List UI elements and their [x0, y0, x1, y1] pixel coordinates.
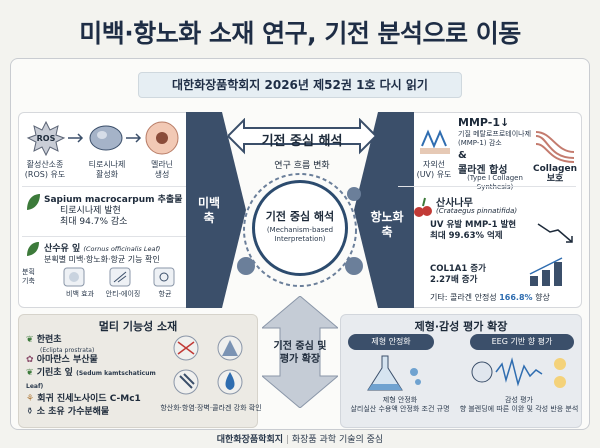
pill-formulation: 제형 안정화: [348, 334, 434, 350]
root-icon: ⚘: [26, 394, 38, 404]
footer-brand: 대한화장품학회지: [216, 435, 284, 445]
sapium-title: Sapium macrocarpum 추출물: [44, 195, 183, 205]
list-item: ❦ 기린초 잎 (Sedum kamtschaticum Leaf): [26, 367, 168, 393]
fraction-icons: [63, 267, 175, 287]
leaf-icon: [27, 242, 39, 256]
center-gear-ring: [237, 173, 363, 287]
ingredient-name: 회귀 진세노사이드 C-Mc1: [37, 394, 141, 404]
journal-band: 대한화장품학회지 2026년 제52권 1호 다시 읽기: [138, 72, 462, 98]
collagen-sub: (Type I Collagen Synthesis): [467, 174, 523, 191]
ros-icon: ROS: [26, 120, 66, 157]
bottle-icon: ⚱: [26, 407, 37, 417]
cornus-title-ko: 산수유 잎: [44, 244, 81, 254]
list-item: ✿ 아마란스 부산물: [26, 354, 168, 367]
mechanism-arrow: [228, 118, 376, 155]
antiaging-axis-label: 항노화 축: [370, 210, 404, 239]
hawthorn-title: 산사나무: [436, 198, 473, 209]
stat3-suffix: 향상: [532, 293, 550, 302]
formulation-caption: 제형 안정화 살리실산 수용액 안정화 조건 규명: [350, 396, 450, 413]
ingredient-name: 아마란스 부산물: [36, 355, 98, 365]
cornus-title-latin: (Cornus officinalis Leaf): [83, 245, 161, 253]
whitening-flow-diagram: ROS: [26, 120, 179, 157]
leaf-icon: ❦: [26, 368, 37, 378]
formulation-title: 제형·감성 평가 확장: [414, 320, 508, 333]
stat-mmp-inhibition: UV 유발 MMP-1 발현 최대 99.63% 억제: [430, 220, 517, 241]
collagen-protect-label: Collagen 보호: [533, 164, 577, 184]
center-circle: [252, 180, 348, 276]
cornus-title: 산수유 잎 (Cornus officinalis Leaf): [44, 241, 192, 254]
page-title: 미백·항노화 소재 연구, 기전 분석으로 이동: [79, 19, 521, 48]
svg-text:ROS: ROS: [37, 134, 56, 143]
ingredient-name: 한련초: [36, 335, 62, 345]
down-arrow: [262, 296, 338, 408]
enzyme-icon: [89, 125, 123, 151]
multi-function-caption: 항산화·항염·장벽·콜라겐 강화 확인: [160, 404, 262, 412]
sensory-caption: 감성 평가 향 블렌딩에 따른 이완 및 각성 반응 분석: [459, 396, 579, 413]
uv-skin-icon: [420, 129, 450, 154]
divider: [398, 186, 576, 187]
multi-function-panel: [18, 314, 258, 428]
fraction-icon-label-3: 항균: [158, 290, 172, 298]
arrow-right-icon: [126, 133, 142, 143]
stat-collagen-stability: 기타: 콜라겐 안정성 166.8% 향상: [430, 292, 580, 303]
stat-col1a1: COL1A1 증가 2.27배 증가: [430, 264, 486, 285]
pill-eeg: EEG 기반 향 평가: [470, 334, 574, 350]
sapium-result: 티로시나제 발현 최대 94.7% 감소: [60, 206, 128, 227]
fraction-icon-label-1: 비백 효과: [66, 290, 94, 298]
flow-step-ros: 활성산소종 (ROS) 유도: [24, 160, 66, 179]
hawthorn-berry-icon: [414, 197, 432, 217]
list-item: ⚘ 회귀 진세노사이드 C-Mc1: [26, 393, 168, 406]
divider: [22, 236, 186, 237]
multi-function-title: 멀티 기능성 소재: [98, 320, 178, 333]
melanin-cell-icon: [145, 121, 179, 155]
footer-tagline: 화장품 과학 기술의 중심: [291, 435, 384, 445]
growth-bar-icon: [529, 257, 563, 286]
mechanism-arrow-label: 기전 중심 해석: [261, 134, 343, 149]
list-item: ⚱ 소 초유 가수분해물: [26, 406, 168, 419]
whitening-axis-label: 미백 축: [197, 196, 221, 225]
down-arrow-label: 기전 중심 및 평가 확장: [273, 341, 327, 365]
divider: [22, 186, 186, 187]
flow-step-tyrosinase: 티로시나제 활성화: [88, 160, 126, 179]
mmp-label: MMP-1↓: [458, 116, 510, 129]
fraction-label: 분획 기축: [22, 268, 35, 285]
stat3-value: 166.8%: [499, 293, 533, 302]
center-title: 기전 중심 해석: [265, 210, 335, 223]
arrow-right-icon: [68, 133, 84, 143]
ingredient-name: 기린초 잎: [36, 368, 73, 378]
uv-label: 자외선 (UV) 유도: [416, 160, 452, 179]
fraction-icon-label-2: 안티-에이징: [105, 290, 141, 298]
flow-step-melanin: 멜라닌 생성: [150, 160, 174, 179]
collagen-fiber-icon: [535, 131, 575, 163]
leaf-icon: ❦: [26, 335, 37, 345]
leaf-icon: [27, 194, 40, 210]
mmp-text: 기질 메탈로프로테이나제 (MMP-1) 감소: [458, 130, 532, 147]
stat3-prefix: 기타: 콜라겐 안정성: [430, 293, 500, 302]
decline-chart-icon: [537, 223, 573, 243]
hawthorn-latin: (Crataegus pinnatifida): [436, 207, 518, 215]
cornus-result: 분획별 미백·항노화·항균 기능 확인: [44, 255, 160, 264]
ingredient-list: ❦ 한련초 (Eclipta prostrata) ✿ 아마란스 부산물 ❦ 기…: [26, 334, 168, 419]
mechanism-arrow-sub: 연구 흐름 변화: [274, 161, 330, 171]
ingredient-name: 소 초유 가수분해물: [36, 407, 110, 417]
ingredient-latin: (Eclipta prostrata): [40, 347, 95, 354]
flask-icon: [367, 355, 421, 391]
function-icons: [173, 335, 243, 395]
footer: 대한화장품학회지 | 화장품 과학 기술의 중심: [0, 432, 600, 445]
eeg-wave-icon: [471, 357, 566, 388]
collagen-and: &: [458, 150, 467, 161]
flower-icon: ✿: [26, 355, 37, 365]
center-sub: (Mechanism-based Interpretation): [266, 226, 334, 243]
list-item: ❦ 한련초: [26, 334, 168, 347]
ingredient-latin: (Sedum kamtschaticum Leaf): [26, 370, 156, 390]
footer-separator: |: [285, 435, 289, 445]
collagen-title-text: 콜라겐 합성: [458, 165, 508, 176]
collagen-title: & 콜라겐 합성: [458, 150, 507, 176]
